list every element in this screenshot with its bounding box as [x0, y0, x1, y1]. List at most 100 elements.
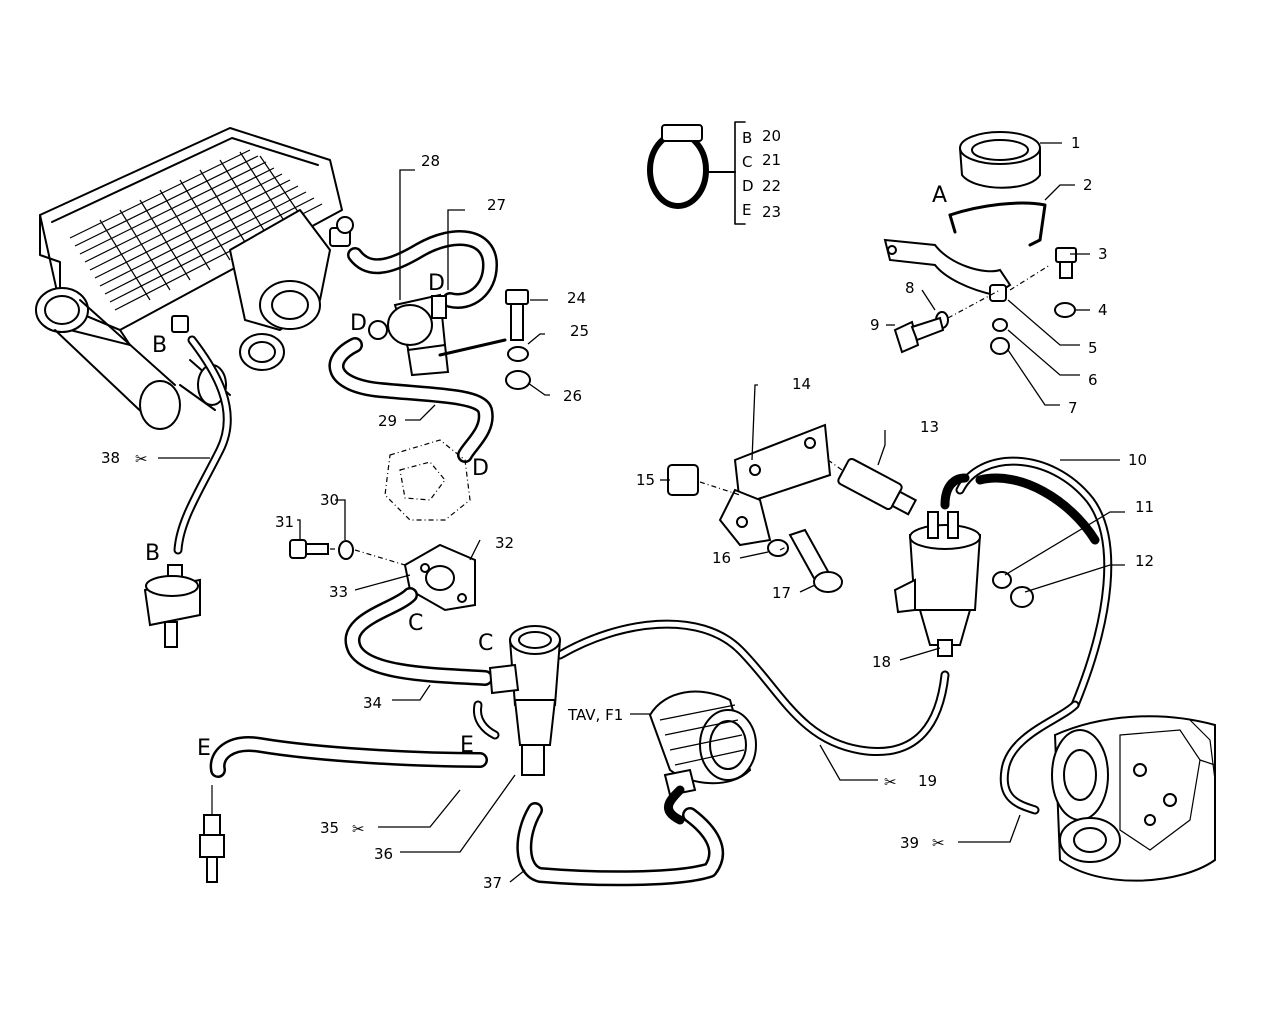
bracket-14: [718, 423, 832, 547]
bypass-valve: [488, 625, 562, 776]
callout-15: 15: [636, 471, 655, 489]
callout-22: 22: [762, 177, 781, 195]
assembly-line-14: [699, 459, 843, 551]
pressure-sensor-left: [143, 564, 201, 648]
callout-28: 28: [421, 152, 440, 170]
callout-24: 24: [567, 289, 586, 307]
arrow-24: [438, 338, 507, 357]
callout-11: 11: [1135, 498, 1154, 516]
letter-b-bottom: B: [145, 541, 160, 566]
washer-11: [992, 571, 1012, 589]
hose-27: [347, 230, 498, 309]
washer-25: [507, 346, 529, 362]
hose-37: [516, 802, 724, 887]
solenoid-18: [893, 511, 982, 657]
callout-33: 33: [329, 583, 348, 601]
nut-26: [505, 370, 531, 390]
hose-38: [173, 335, 232, 555]
letter-d-bottom: D: [472, 456, 489, 481]
scissors-icon-19: ✂: [884, 773, 897, 791]
callout-39: 39: [900, 834, 919, 852]
letter-c-left: C: [408, 611, 423, 636]
callout-16: 16: [712, 549, 731, 567]
sensor-e: [199, 785, 225, 883]
callout-14: 14: [792, 375, 811, 393]
washer-16: [767, 539, 789, 557]
clamp-legend: B C D E 20 21 22 23: [742, 127, 781, 221]
hose-19: [555, 619, 950, 756]
ring-1: [959, 131, 1041, 189]
callout-12: 12: [1135, 552, 1154, 570]
callout-36: 36: [374, 845, 393, 863]
clamp-letter-b: B: [742, 129, 752, 147]
callout-32: 32: [495, 534, 514, 552]
hose-39: [999, 700, 1080, 815]
washer-30: [338, 540, 354, 560]
callout-31: 31: [275, 513, 294, 531]
washer-6: [992, 318, 1008, 332]
strap-2: [948, 201, 1047, 247]
hose-34: [344, 587, 493, 686]
assembly-line-a: [947, 264, 1051, 319]
callout-25: 25: [570, 322, 589, 340]
callout-6: 6: [1088, 371, 1098, 389]
callout-20: 20: [762, 127, 781, 145]
callout-23: 23: [762, 203, 781, 221]
letter-a: A: [932, 183, 947, 208]
callout-19: 19: [918, 772, 937, 790]
letters: A B B C C D D D E E: [145, 183, 947, 761]
callout-21: 21: [762, 151, 781, 169]
intercooler: [35, 127, 354, 430]
bolt-9: [893, 316, 945, 354]
callout-7: 7: [1068, 399, 1078, 417]
turbocharger: [1051, 715, 1216, 882]
scissors-icon-39: ✂: [932, 834, 945, 852]
callout-26: 26: [563, 387, 582, 405]
scissors-icon-35: ✂: [352, 820, 365, 838]
hose-29: [328, 337, 494, 463]
scissors-icon-38: ✂: [135, 450, 148, 468]
tav-f1-label: TAV, F1: [567, 706, 623, 724]
hose-35: [209, 736, 488, 778]
callout-34: 34: [363, 694, 382, 712]
bolt-3: [1055, 247, 1077, 279]
hose-clamp: [647, 121, 746, 225]
callout-8: 8: [905, 279, 915, 297]
part-5: [989, 284, 1007, 302]
clamp-letter-d: D: [742, 177, 754, 195]
callout-5: 5: [1088, 339, 1098, 357]
sensor-13: [837, 457, 918, 516]
callout-2: 2: [1083, 176, 1093, 194]
nut-4: [1054, 302, 1076, 318]
letter-c-right: C: [478, 631, 493, 656]
bolt-31: [289, 539, 329, 559]
letter-d-left: D: [350, 311, 367, 336]
bolt-24: [505, 289, 529, 341]
callout-29: 29: [378, 412, 397, 430]
letter-e-left: E: [197, 736, 211, 761]
callout-18: 18: [872, 653, 891, 671]
callout-9: 9: [870, 316, 880, 334]
nut-12: [1010, 586, 1034, 608]
callout-3: 3: [1098, 245, 1108, 263]
clamp-letter-c: C: [742, 153, 752, 171]
scissors-marks: ✂ ✂ ✂ ✂: [135, 450, 945, 852]
callouts: 1 2 3 4 5 6 7 8 9 10 11 12 13 14 15 16 1…: [101, 134, 1154, 892]
bracket-sketch: [384, 439, 471, 521]
hose-36: [472, 700, 500, 740]
valve-28: [368, 293, 450, 377]
letter-e-right: E: [460, 733, 474, 758]
nut-7: [990, 337, 1010, 355]
letter-b-top: B: [152, 333, 167, 358]
callout-37: 37: [483, 874, 502, 892]
callout-13: 13: [920, 418, 939, 436]
assembly-line-31: [330, 548, 406, 566]
callout-10: 10: [1128, 451, 1147, 469]
nut-15: [667, 464, 699, 496]
callout-30: 30: [320, 491, 339, 509]
intake-tav: [648, 690, 757, 825]
callout-4: 4: [1098, 301, 1108, 319]
bolt-17: [788, 528, 843, 593]
leader-lines: [158, 142, 1125, 883]
